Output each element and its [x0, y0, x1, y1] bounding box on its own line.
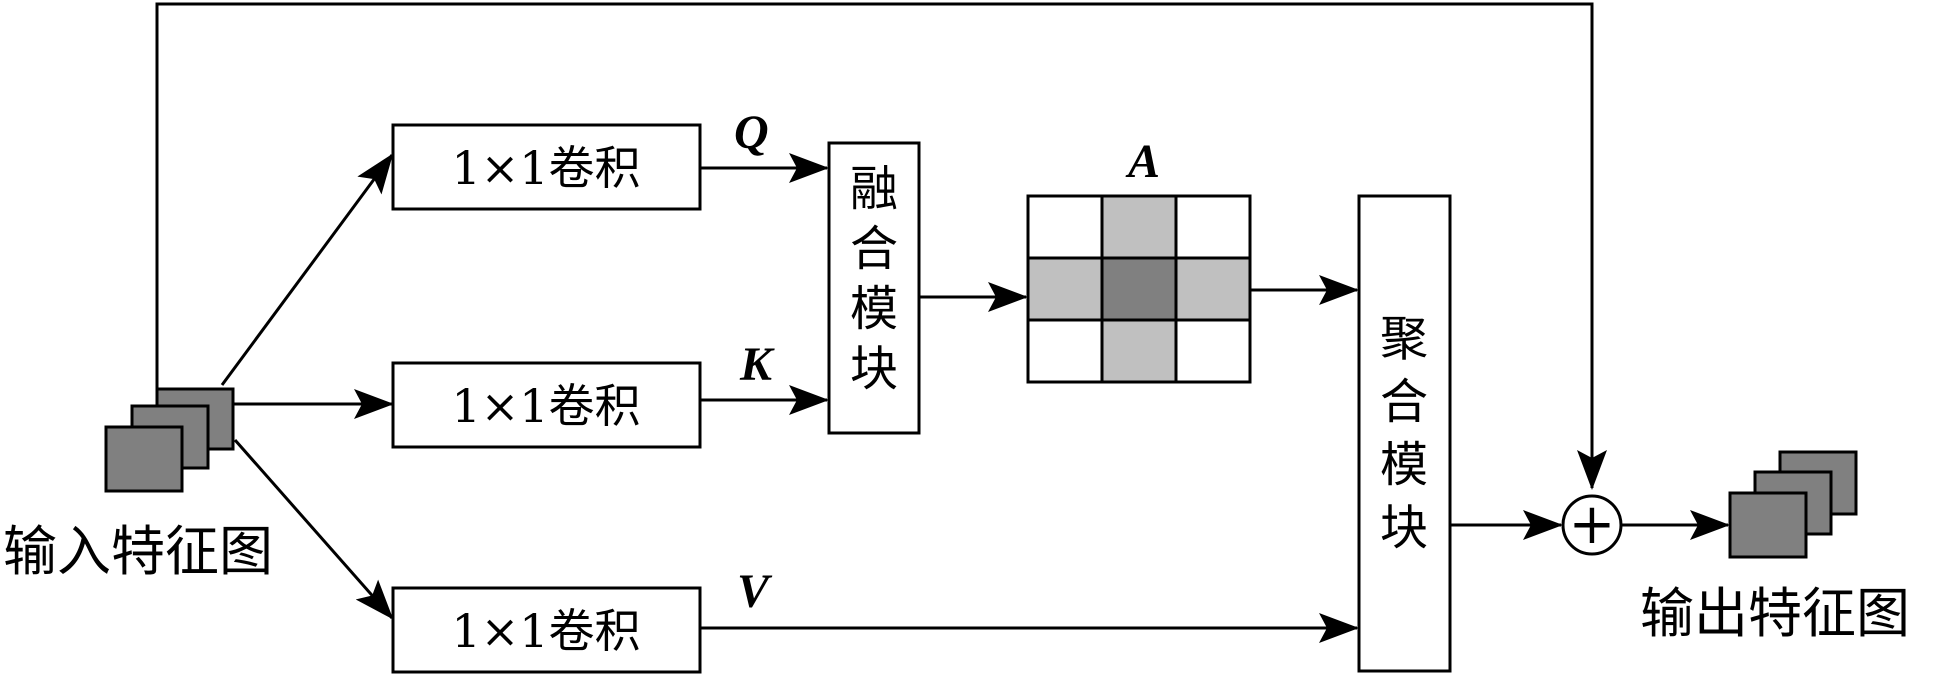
svg-text:模: 模 — [850, 281, 898, 337]
conv-q-label: 1×1卷积 — [451, 141, 640, 195]
attention-cell-1-0 — [1026, 256, 1104, 322]
svg-text:聚: 聚 — [1380, 311, 1428, 367]
attention-cell-2-2 — [1174, 318, 1252, 384]
k-label: K — [739, 338, 775, 391]
branch-arrow-v — [233, 439, 394, 620]
conv-v-box — [391, 586, 702, 674]
v-label: V — [737, 565, 773, 618]
svg-text:模: 模 — [1380, 437, 1428, 493]
a-label: A — [1125, 135, 1160, 188]
skip-connection — [155, 2, 1607, 490]
branch-arrow-q — [220, 153, 394, 386]
attention-cell-0-2 — [1174, 194, 1252, 260]
svg-text:融: 融 — [850, 161, 898, 217]
input-feature-map-icon — [104, 387, 235, 493]
svg-text:块: 块 — [1380, 500, 1428, 556]
conv-k-label: 1×1卷积 — [451, 379, 640, 433]
attention-cell-2-0 — [1026, 318, 1104, 384]
plus-icon: + — [1569, 492, 1616, 557]
sum-node: + — [1561, 492, 1623, 557]
conv-v-label: 1×1卷积 — [451, 604, 640, 658]
aggregation-module-box — [1357, 194, 1452, 673]
svg-text:合: 合 — [850, 221, 898, 277]
attention-cell-2-1 — [1100, 318, 1178, 384]
aggregation-module-label: 聚 合 模 块 — [1380, 311, 1428, 556]
fusion-module-label: 融 合 模 块 — [850, 161, 898, 397]
output-feature-map-icon — [1728, 450, 1858, 559]
q-label: Q — [734, 106, 769, 159]
attention-cell-0-0 — [1026, 194, 1104, 260]
conv-k-box — [391, 361, 702, 449]
svg-text:合: 合 — [1380, 374, 1428, 430]
conv-q-box — [391, 123, 702, 211]
attention-cell-0-1 — [1100, 194, 1178, 260]
svg-text:块: 块 — [850, 341, 898, 397]
attention-cell-1-2 — [1174, 256, 1252, 322]
attention-map-grid — [1026, 194, 1252, 384]
attention-cell-1-1 — [1100, 256, 1178, 322]
fusion-module-box — [827, 141, 921, 435]
input-feature-map-label: 输入特征图 — [3, 520, 273, 583]
output-feature-map-label: 输出特征图 — [1640, 582, 1910, 645]
